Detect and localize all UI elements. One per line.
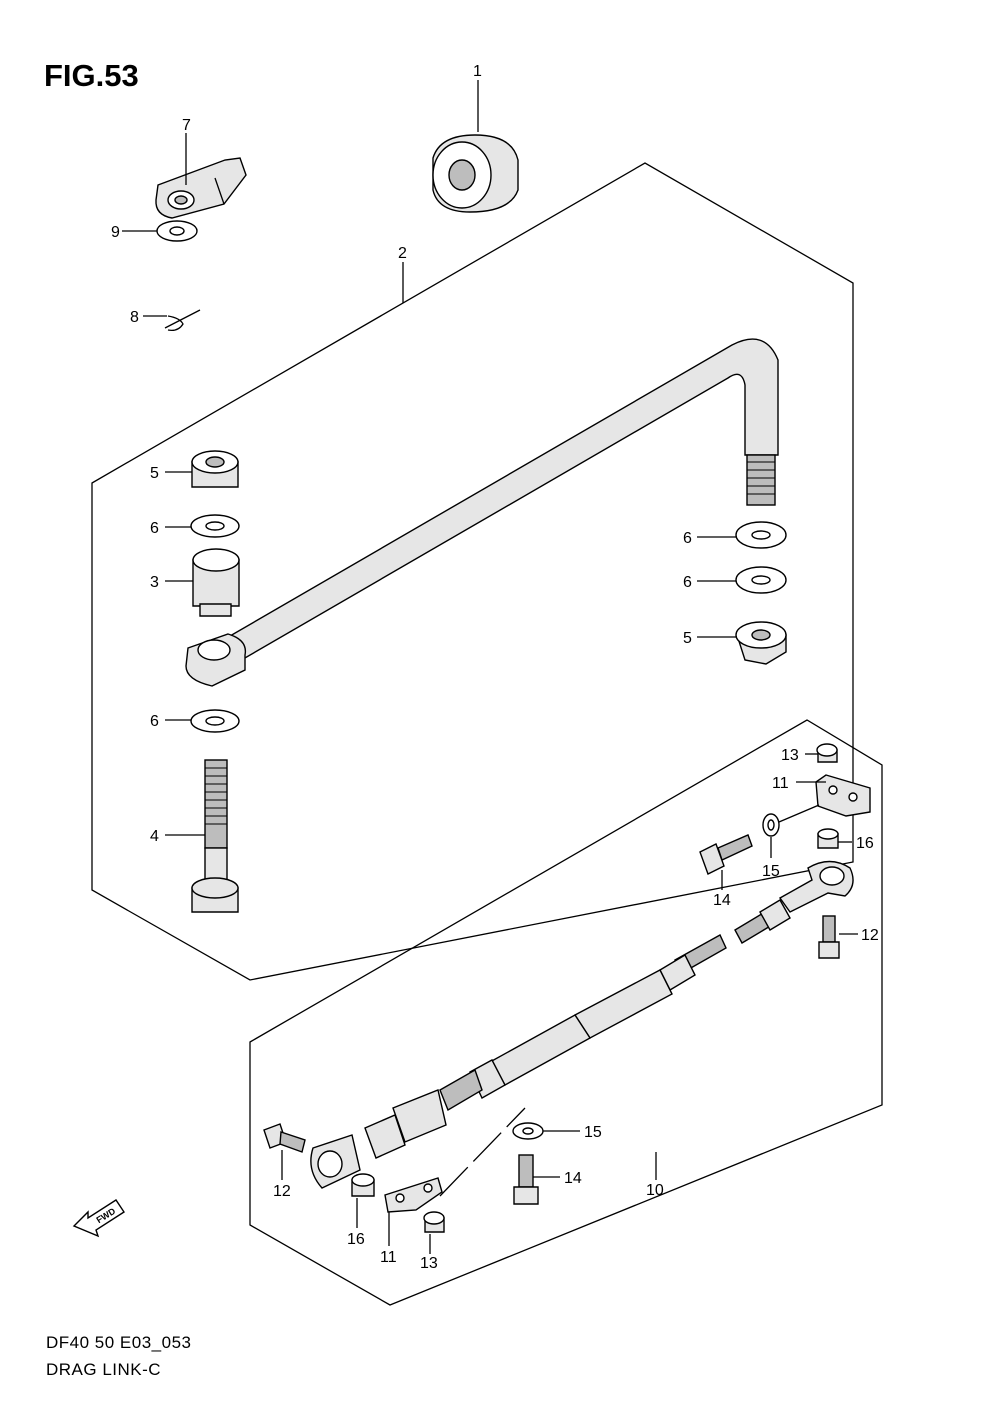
callout-11-upper: 11 (772, 775, 789, 792)
callout-12-right: 12 (861, 927, 879, 944)
part-15-washer-upper (762, 813, 780, 837)
callout-15-lower: 15 (584, 1124, 602, 1141)
part-8-cotter-pin (164, 309, 201, 332)
assembly-outline-drag-link (91, 162, 854, 981)
callout-13-upper: 13 (781, 747, 799, 764)
callout-12-left: 12 (273, 1183, 291, 1200)
callout-4: 4 (150, 828, 159, 845)
part-4-bolt (191, 759, 239, 913)
part-11-bracket-upper (815, 774, 871, 817)
part-5-nut-right (735, 621, 787, 665)
callout-6-right-1: 6 (683, 530, 692, 547)
callout-3: 3 (150, 574, 159, 591)
callout-6-left-bottom: 6 (150, 713, 159, 730)
callout-1: 1 (473, 63, 482, 80)
part-15-washer-lower (512, 1122, 544, 1140)
part-6-washer-left-bottom (190, 709, 240, 733)
callout-8: 8 (130, 309, 139, 326)
part-12-bolt-right (818, 915, 840, 959)
assembly-outline-cable-link (249, 719, 883, 1306)
part-12-bolt-left (263, 1123, 306, 1153)
part-3-collar (192, 548, 240, 617)
callout-14-upper: 14 (713, 892, 731, 909)
callout-15-upper: 15 (762, 863, 780, 880)
callout-16-upper: 16 (856, 835, 874, 852)
callout-2: 2 (398, 245, 407, 262)
part-6-washer-left-top (190, 514, 240, 538)
part-7-clip (155, 157, 247, 219)
part-1-bushing (432, 134, 519, 213)
part-6-washer-right-2 (735, 566, 787, 594)
callout-10: 10 (646, 1182, 664, 1199)
callout-14-lower: 14 (564, 1170, 582, 1187)
callout-7: 7 (182, 117, 191, 134)
part-16-collar-lower (351, 1173, 375, 1197)
part-14-bolt-lower (513, 1154, 539, 1205)
figure-name: DRAG LINK-C (46, 1360, 162, 1379)
part-13-nut-lower (423, 1211, 445, 1233)
part-2-drag-link-rod (185, 338, 779, 687)
part-6-washer-right-1 (735, 521, 787, 549)
part-14-bolt-upper (699, 834, 753, 875)
part-9-washer (156, 220, 198, 242)
fwd-arrow-icon: FWD (72, 1199, 125, 1238)
callout-13-lower: 13 (420, 1255, 438, 1272)
callout-5-left: 5 (150, 465, 159, 482)
callout-6-right-2: 6 (683, 574, 692, 591)
callout-9: 9 (111, 224, 120, 241)
figure-title: FIG.53 (44, 58, 139, 93)
part-5-nut-left (191, 450, 239, 488)
callout-6-left-top: 6 (150, 520, 159, 537)
part-16-collar-upper (817, 828, 839, 849)
figure-code: DF40 50 E03_053 (46, 1333, 192, 1352)
part-10-cable-assembly (310, 860, 854, 1189)
part-11-bracket-lower (384, 1177, 443, 1213)
part-13-nut-upper (816, 743, 838, 763)
callout-5-right: 5 (683, 630, 692, 647)
callout-16-lower: 16 (347, 1231, 365, 1248)
callout-11-lower: 11 (380, 1249, 397, 1266)
